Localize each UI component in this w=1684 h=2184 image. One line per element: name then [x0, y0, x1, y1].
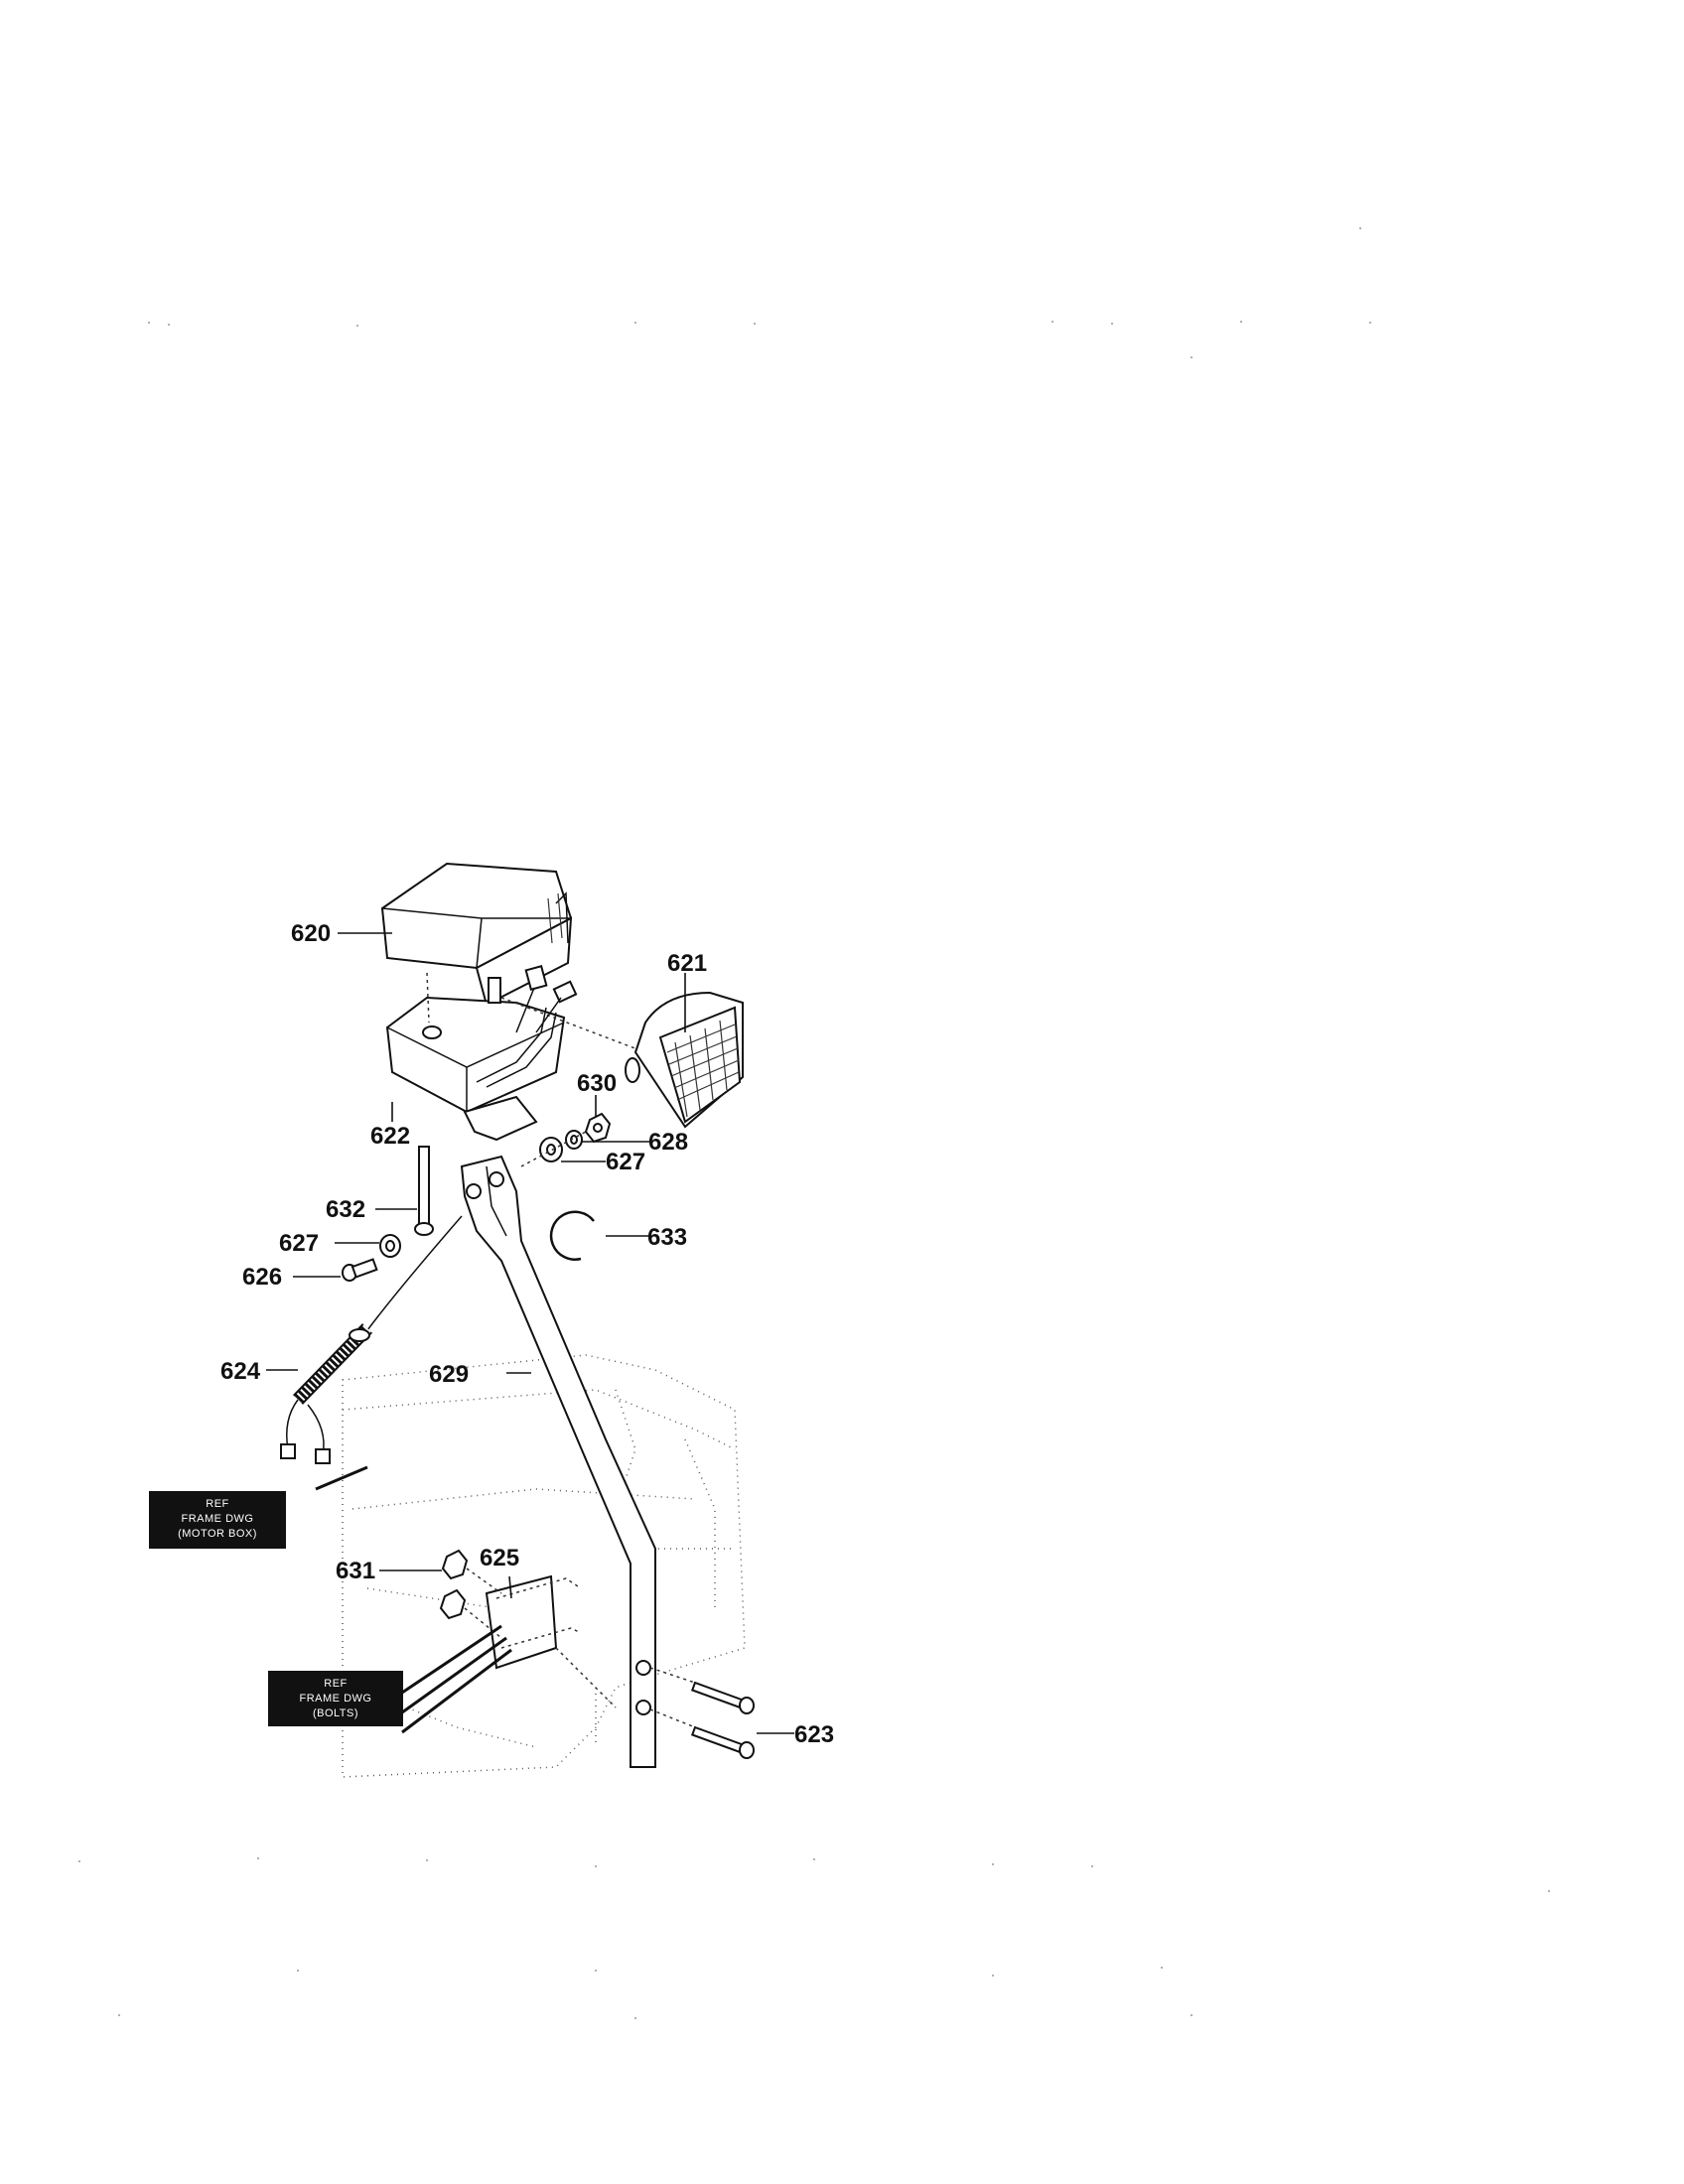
svg-text:(BOLTS): (BOLTS) [313, 1707, 358, 1719]
callout-632: 632 [326, 1196, 365, 1223]
callout-625: 625 [480, 1545, 519, 1571]
svg-text:REF: REF [324, 1678, 348, 1690]
svg-text:FRAME DWG: FRAME DWG [182, 1513, 254, 1525]
part-625-mounting-plate [485, 1574, 617, 1708]
callout-633: 633 [647, 1224, 687, 1251]
part-632-bolt [414, 1146, 434, 1236]
callout-621: 621 [667, 950, 707, 977]
part-627-washer-lower [379, 1234, 401, 1258]
leader-lines [266, 932, 794, 1734]
part-621-light-lens [625, 991, 744, 1129]
ref-box-bolts: REF FRAME DWG (BOLTS) [268, 1671, 403, 1726]
callout-629: 629 [429, 1361, 469, 1388]
part-633-snap-ring [549, 1210, 595, 1261]
callout-623: 623 [794, 1721, 834, 1748]
part-630-nut [584, 1112, 612, 1144]
callout-624: 624 [220, 1358, 261, 1385]
scan-noise [78, 227, 1550, 2019]
part-626-screw [342, 1258, 378, 1282]
callout-627-lower: 627 [279, 1230, 319, 1257]
part-622-light-housing [385, 972, 646, 1142]
part-631-nuts [439, 1549, 502, 1639]
part-623-bolts [649, 1667, 755, 1759]
part-624-wire-harness [280, 1215, 463, 1464]
svg-text:REF: REF [206, 1498, 229, 1510]
ref-box-motor-box: REF FRAME DWG (MOTOR BOX) [149, 1491, 286, 1549]
callout-630: 630 [577, 1070, 617, 1097]
callout-627-upper: 627 [606, 1149, 645, 1175]
part-620-light-cover [380, 862, 573, 1007]
callout-620: 620 [291, 920, 331, 947]
svg-text:FRAME DWG: FRAME DWG [300, 1693, 372, 1705]
svg-text:(MOTOR BOX): (MOTOR BOX) [178, 1528, 257, 1540]
part-629-lamp-post [460, 1155, 656, 1768]
callout-631: 631 [336, 1558, 375, 1584]
callout-626: 626 [242, 1264, 282, 1291]
wire-connectors [515, 965, 578, 1033]
hardware-alignment-line [520, 1131, 587, 1167]
part-628-lock-washer [565, 1130, 583, 1150]
callout-628: 628 [648, 1129, 688, 1156]
part-627-washer-upper [539, 1137, 563, 1162]
callout-622: 622 [370, 1123, 410, 1150]
callout-labels: 620 621 622 623 624 625 626 627 627 628 … [220, 920, 834, 1748]
